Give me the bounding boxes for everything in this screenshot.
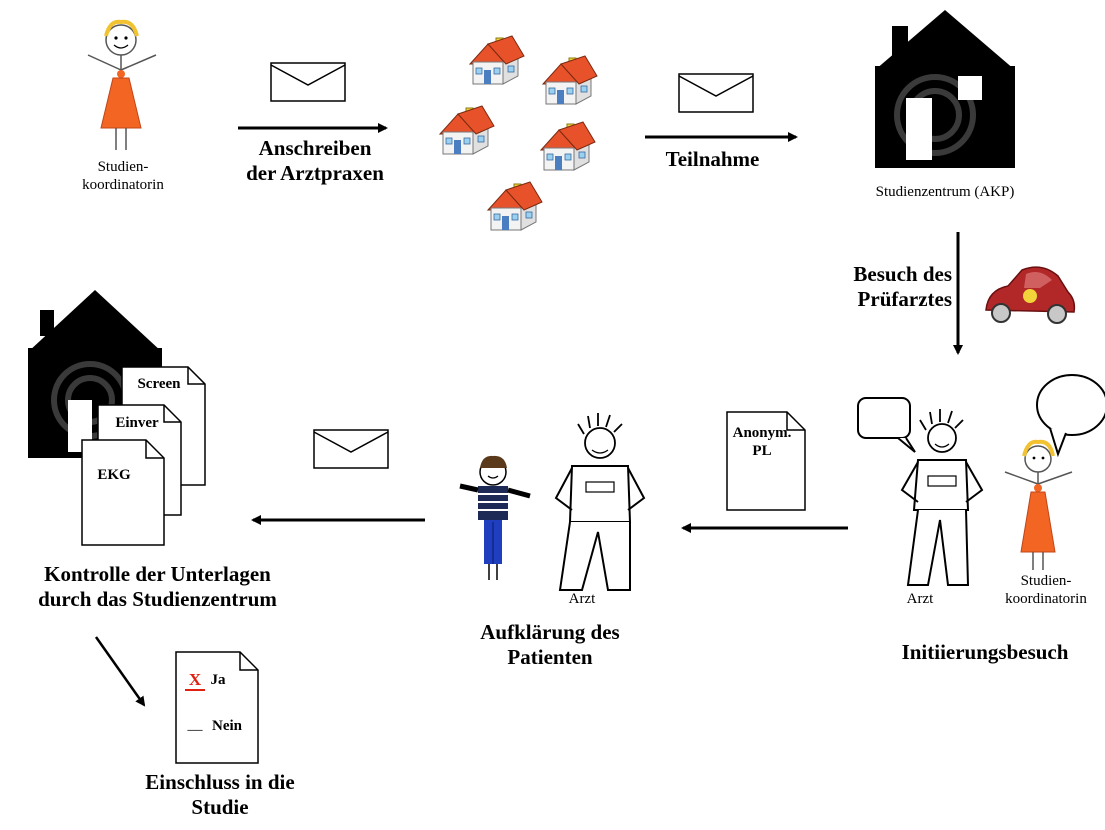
anonym-pl-text: Anonym. PL <box>732 425 792 459</box>
anonym-pl-document-icon <box>726 411 806 511</box>
speech-bubble-icon <box>1036 374 1105 458</box>
step-initiierung-label: Initiierungsbesuch <box>901 640 1069 664</box>
coordinator-figure-right <box>1004 439 1073 570</box>
einver-doc-text: Einver <box>115 415 159 431</box>
coordinator-label-top: Studien- koordinatorin <box>82 159 164 193</box>
arztpraxen-houses-icon <box>439 35 598 231</box>
patient-figure <box>459 455 531 580</box>
studienzentrum-label: Studienzentrum (AKP) <box>875 184 1015 200</box>
screen-doc-text: Screen <box>137 376 181 392</box>
speech-bubble-icon <box>857 397 916 453</box>
arrow-to-einschluss <box>94 636 146 707</box>
arzt-label-right: Arzt <box>906 591 934 607</box>
car-icon <box>985 266 1076 324</box>
ekg-document-icon <box>81 439 165 546</box>
envelope-icon <box>678 73 754 113</box>
arzt-label-middle: Arzt <box>568 591 596 607</box>
step-teilnahme-label: Teilnahme <box>665 147 760 171</box>
step-anschreiben-label: Anschreiben der Arztpraxen <box>246 136 384 186</box>
envelope-icon <box>270 62 346 102</box>
choice-nein-label: Nein <box>212 718 242 734</box>
doctor-figure-right <box>900 409 984 586</box>
coordinator-label-right: Studien- koordinatorin <box>1005 573 1087 607</box>
step-besuch-label: Besuch des Prüfarztes <box>853 262 952 312</box>
doctor-figure-middle <box>554 413 646 591</box>
studienzentrum-house-icon <box>875 10 1015 168</box>
choice-x-mark: X <box>188 670 202 689</box>
choice-ja-label: Ja <box>210 672 226 688</box>
step-aufklaerung-label: Aufklärung des Patienten <box>480 620 620 670</box>
choice-blank-line: __ <box>187 717 203 733</box>
envelope-icon <box>313 429 389 469</box>
step-kontrolle-label: Kontrolle der Unterlagen durch das Studi… <box>38 562 277 612</box>
ekg-doc-text: EKG <box>97 467 131 483</box>
coordinator-figure-top <box>87 19 157 150</box>
step-einschluss-label: Einschluss in die Studie <box>145 770 295 820</box>
einschluss-document-icon <box>175 651 259 764</box>
